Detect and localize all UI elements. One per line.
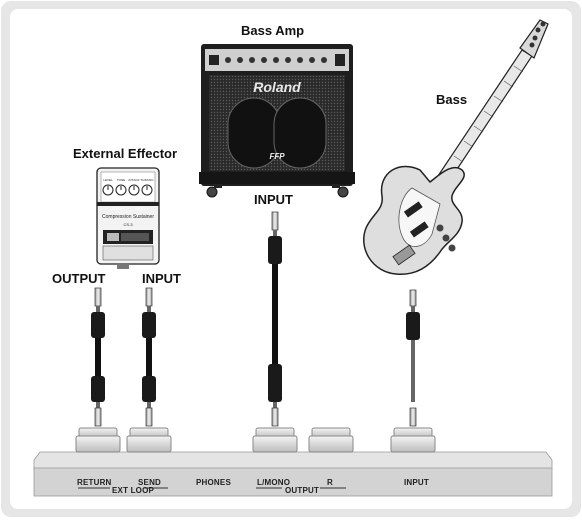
panel-label-input: INPUT (404, 478, 429, 487)
jack-r (308, 427, 354, 453)
knob-label-sustain: SUSTAIN (141, 178, 154, 182)
panel-group-ext-loop: EXT LOOP (112, 486, 155, 495)
knob-label-attack: ATTACK (128, 178, 139, 182)
cable-amp-input (268, 211, 282, 427)
jack-l-mono (252, 427, 298, 453)
label-amp-input: INPUT (254, 192, 293, 207)
panel-label-r: R (327, 478, 333, 487)
cable-effector-output (91, 287, 105, 427)
knob-label-level: LEVEL (103, 178, 113, 182)
pedal-jack-input-label: INPUT (135, 207, 146, 211)
label-effector-input: INPUT (142, 271, 181, 286)
pedal-model: CS-3 (123, 222, 133, 227)
cable-bass-input (406, 289, 420, 427)
pedal-jack-output-label: OUTPUT (110, 207, 125, 211)
amp-badge: FFP (269, 152, 285, 161)
label-bass: Bass (436, 92, 468, 107)
external-effector (96, 167, 160, 269)
pedal-name: Compression Sustainer (102, 214, 154, 220)
label-bass-amp: Bass Amp (241, 23, 305, 38)
label-external-effector: External Effector (73, 146, 178, 161)
panel-label-send: SEND (138, 478, 162, 487)
jack-return (75, 427, 121, 453)
cable-effector-input (142, 287, 156, 427)
panel-label-phones: PHONES (196, 478, 231, 487)
amp-brand: Roland (253, 79, 301, 95)
jack-input (390, 427, 436, 453)
panel-group-output: OUTPUT (285, 486, 320, 495)
panel-jacks (75, 427, 436, 453)
bass-amp (199, 44, 355, 198)
bass-guitar (363, 19, 549, 275)
device-panel (33, 451, 553, 497)
jack-send (126, 427, 172, 453)
label-effector-output: OUTPUT (52, 271, 106, 286)
panel-label-l-mono: L/MONO (257, 478, 291, 487)
knob-label-tone: TONE (117, 178, 125, 182)
panel-label-return: RETURN (77, 478, 112, 487)
